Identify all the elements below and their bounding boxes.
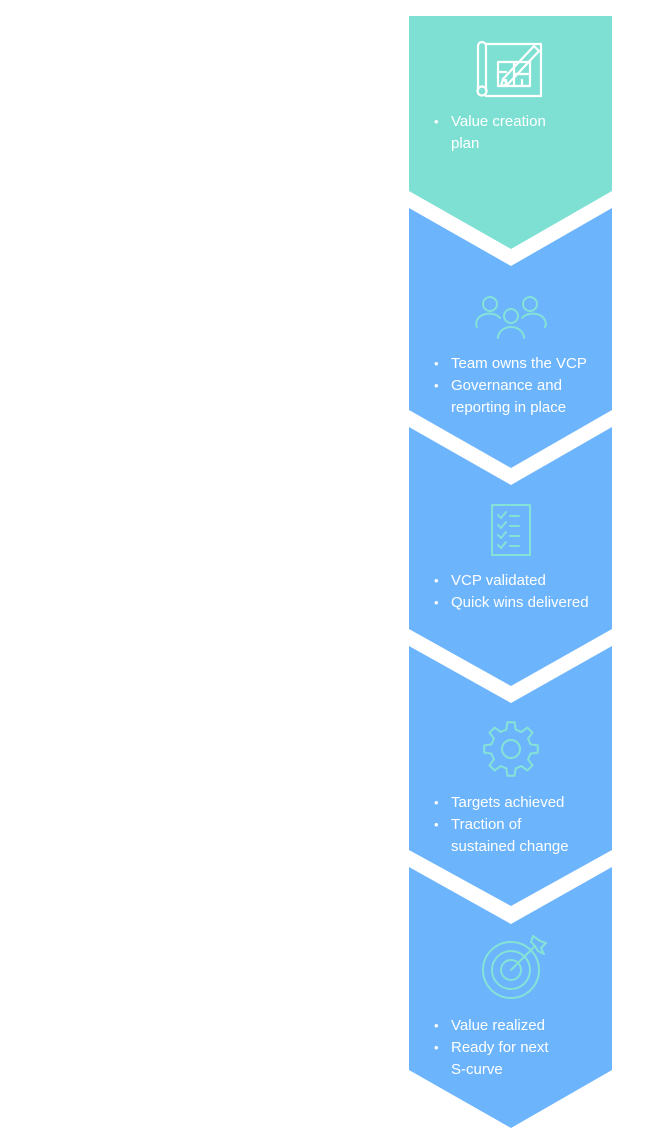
bullet-text-continued: plan: [451, 135, 480, 152]
stage-3-bullet-1: VCP validated: [430, 570, 610, 592]
stage-2-text: Team owns the VCP Governance and reportin…: [430, 353, 610, 419]
gear-icon: [483, 721, 539, 777]
stage-4-text: Targets achieved Traction of sustained ch…: [430, 792, 610, 858]
team-people-icon: [475, 296, 547, 339]
stage-2-bullet-1: Team owns the VCP: [430, 353, 610, 375]
stage-5-bullet-1: Value realized: [430, 1015, 610, 1037]
bullet-text: Ready for next: [451, 1039, 549, 1056]
stage-1-text: Value creation plan: [430, 111, 610, 155]
stage-3-text: VCP validated Quick wins delivered: [430, 570, 610, 614]
bullet-text: Traction of: [451, 816, 522, 833]
stage-3-bullet-2: Quick wins delivered: [430, 592, 610, 614]
bullet-text-continued: reporting in place: [451, 399, 567, 416]
stage-2-bullet-2: Governance and reporting in place: [430, 375, 610, 419]
stage-3-chevron: [409, 427, 612, 686]
bullet-text-continued: sustained change: [451, 838, 569, 855]
target-arrow-icon: [482, 935, 547, 999]
bullet-text: Governance and: [451, 377, 562, 394]
bullet-text-continued: S-curve: [451, 1061, 503, 1078]
bullet-text: Value creation: [451, 113, 546, 130]
checklist-icon: [491, 504, 531, 556]
stage-4-bullet-2: Traction of sustained change: [430, 814, 610, 858]
blueprint-pencil-icon: [476, 40, 543, 98]
stage-1-bullet: Value creation plan: [430, 111, 610, 155]
stage-4-bullet-1: Targets achieved: [430, 792, 610, 814]
